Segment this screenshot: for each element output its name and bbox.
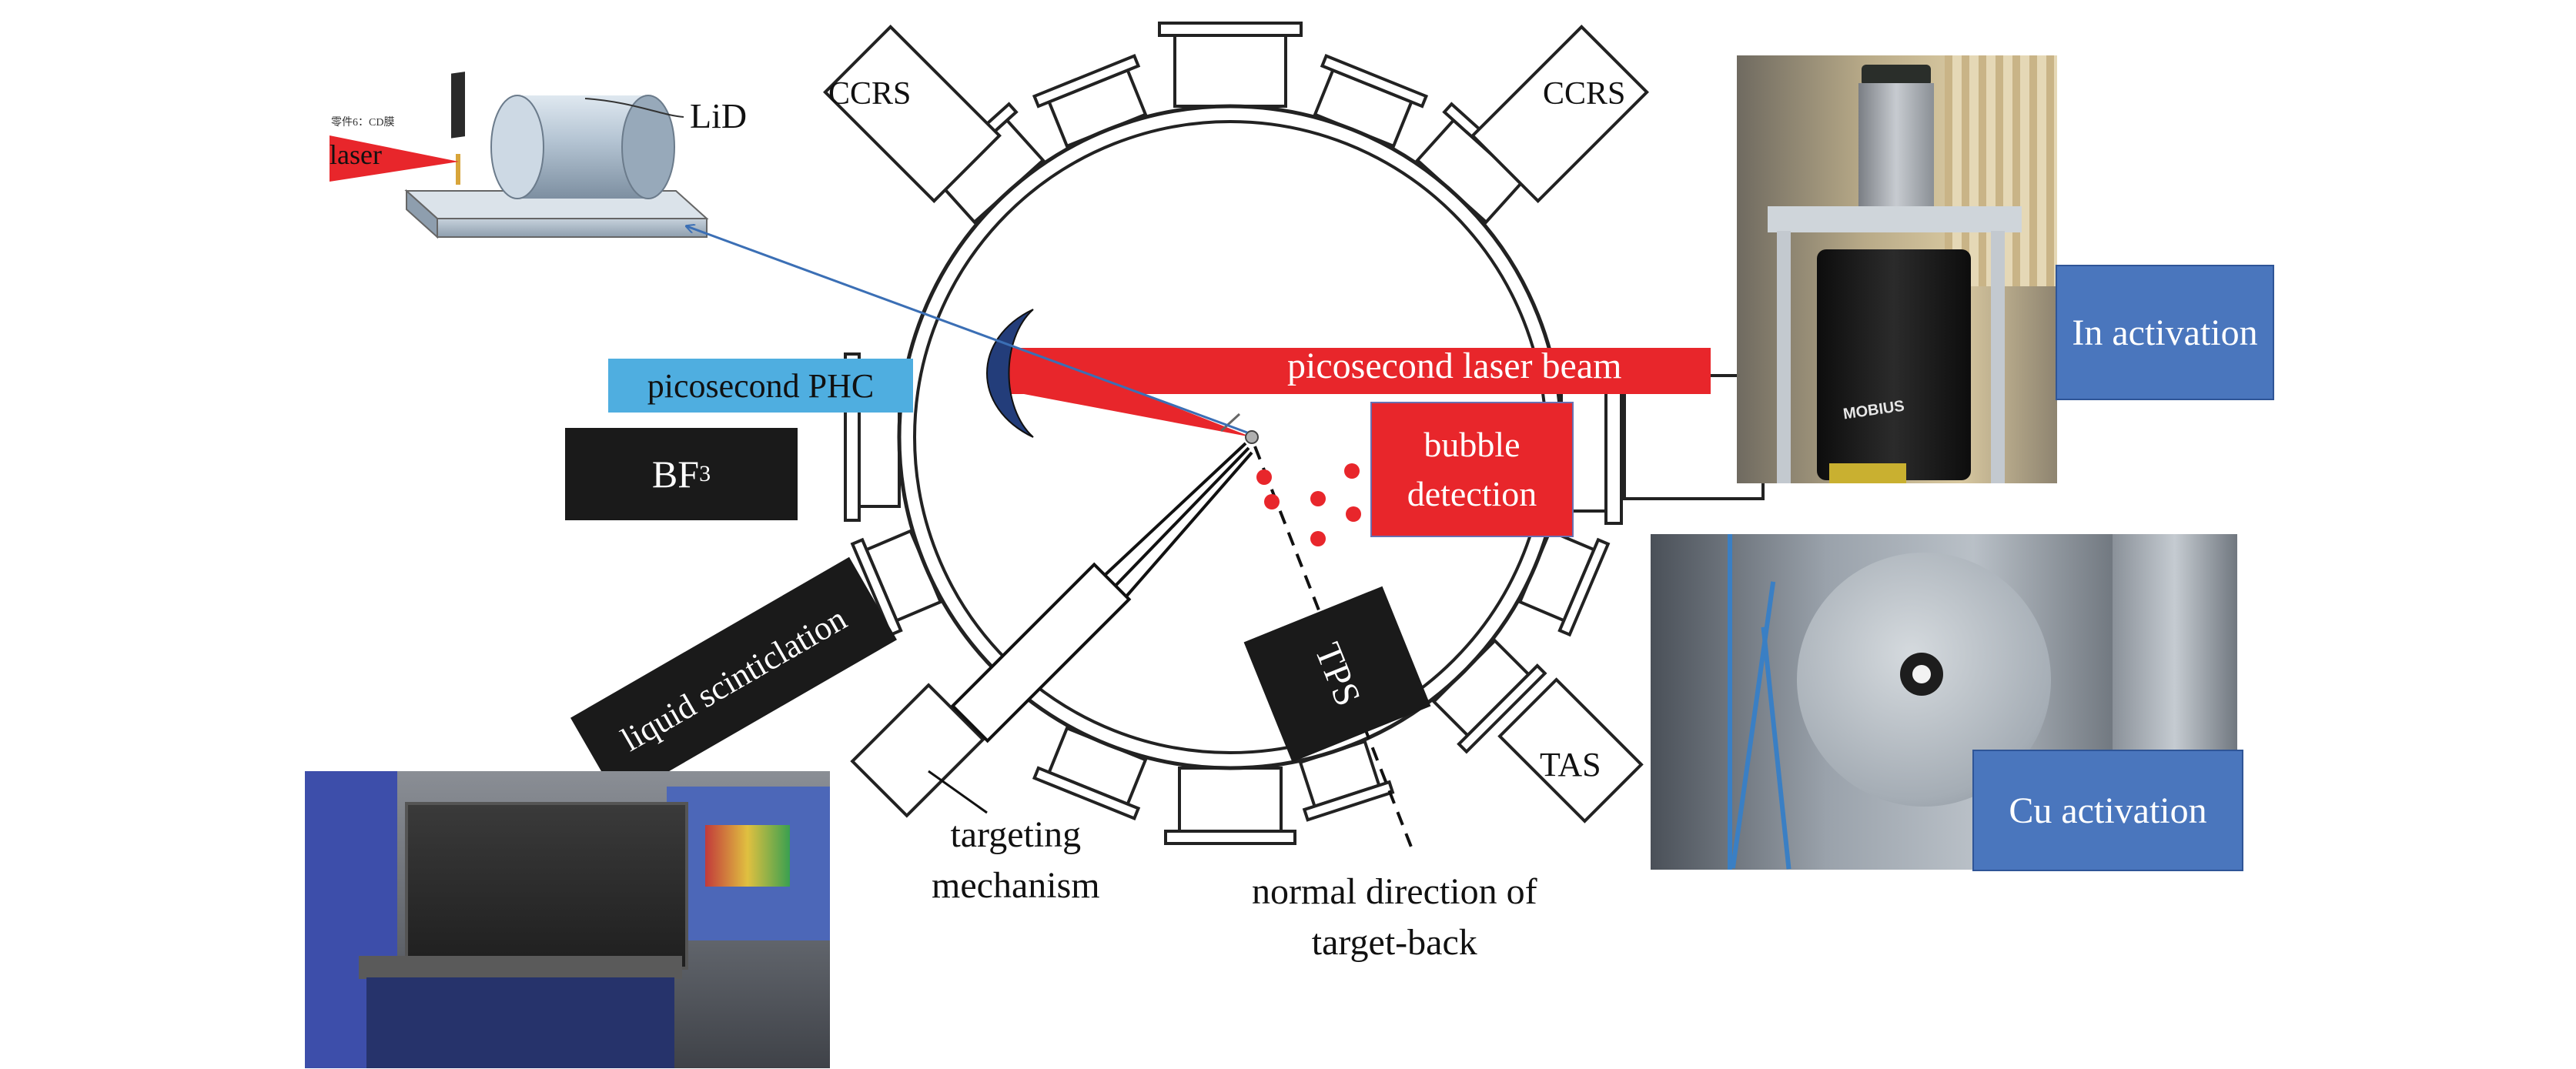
normal-direction-label: normal direction of target-back <box>1252 871 1537 963</box>
laser-label: laser <box>330 139 382 170</box>
bubble-detection-label: bubble detection <box>1370 402 1574 537</box>
targeting-rod <box>950 442 1253 743</box>
in-activation-label: In activation <box>2056 265 2274 400</box>
laser-input-triangle <box>330 135 459 182</box>
target-point <box>1219 413 1259 444</box>
targeting-mechanism-label: targeting mechanism <box>932 814 1100 906</box>
ccrs-right-housing <box>1470 25 1649 203</box>
tas-label: TAS <box>1540 746 1601 783</box>
liquid-scintillator-photo <box>305 771 830 1068</box>
ccrs-right-label: CCRS <box>1543 76 1626 112</box>
lid-label: LiD <box>690 96 748 135</box>
lid-pointer-line <box>584 98 684 118</box>
neutron-path-arrow <box>687 226 1248 434</box>
in-activation-photo: MOBIUS <box>1737 55 2057 483</box>
cu-activation-label: Cu activation <box>1972 750 2243 871</box>
ccrs-left-label: CCRS <box>828 76 912 112</box>
laser-beam-label: picosecond laser beam <box>1287 346 1622 386</box>
chamber-ports <box>844 22 1623 845</box>
tas-housing <box>1497 677 1644 823</box>
target-holder-caption: 零件6：CD膜 <box>331 117 395 129</box>
targeting-mechanism-housing <box>850 683 985 818</box>
picosecond-phc-label: picosecond PHC <box>608 359 913 413</box>
ccrs-left-housing <box>823 25 1002 203</box>
label-pointer-lines <box>928 770 988 814</box>
lid-setup <box>404 72 709 239</box>
bubble-detector-dots <box>1256 463 1361 546</box>
